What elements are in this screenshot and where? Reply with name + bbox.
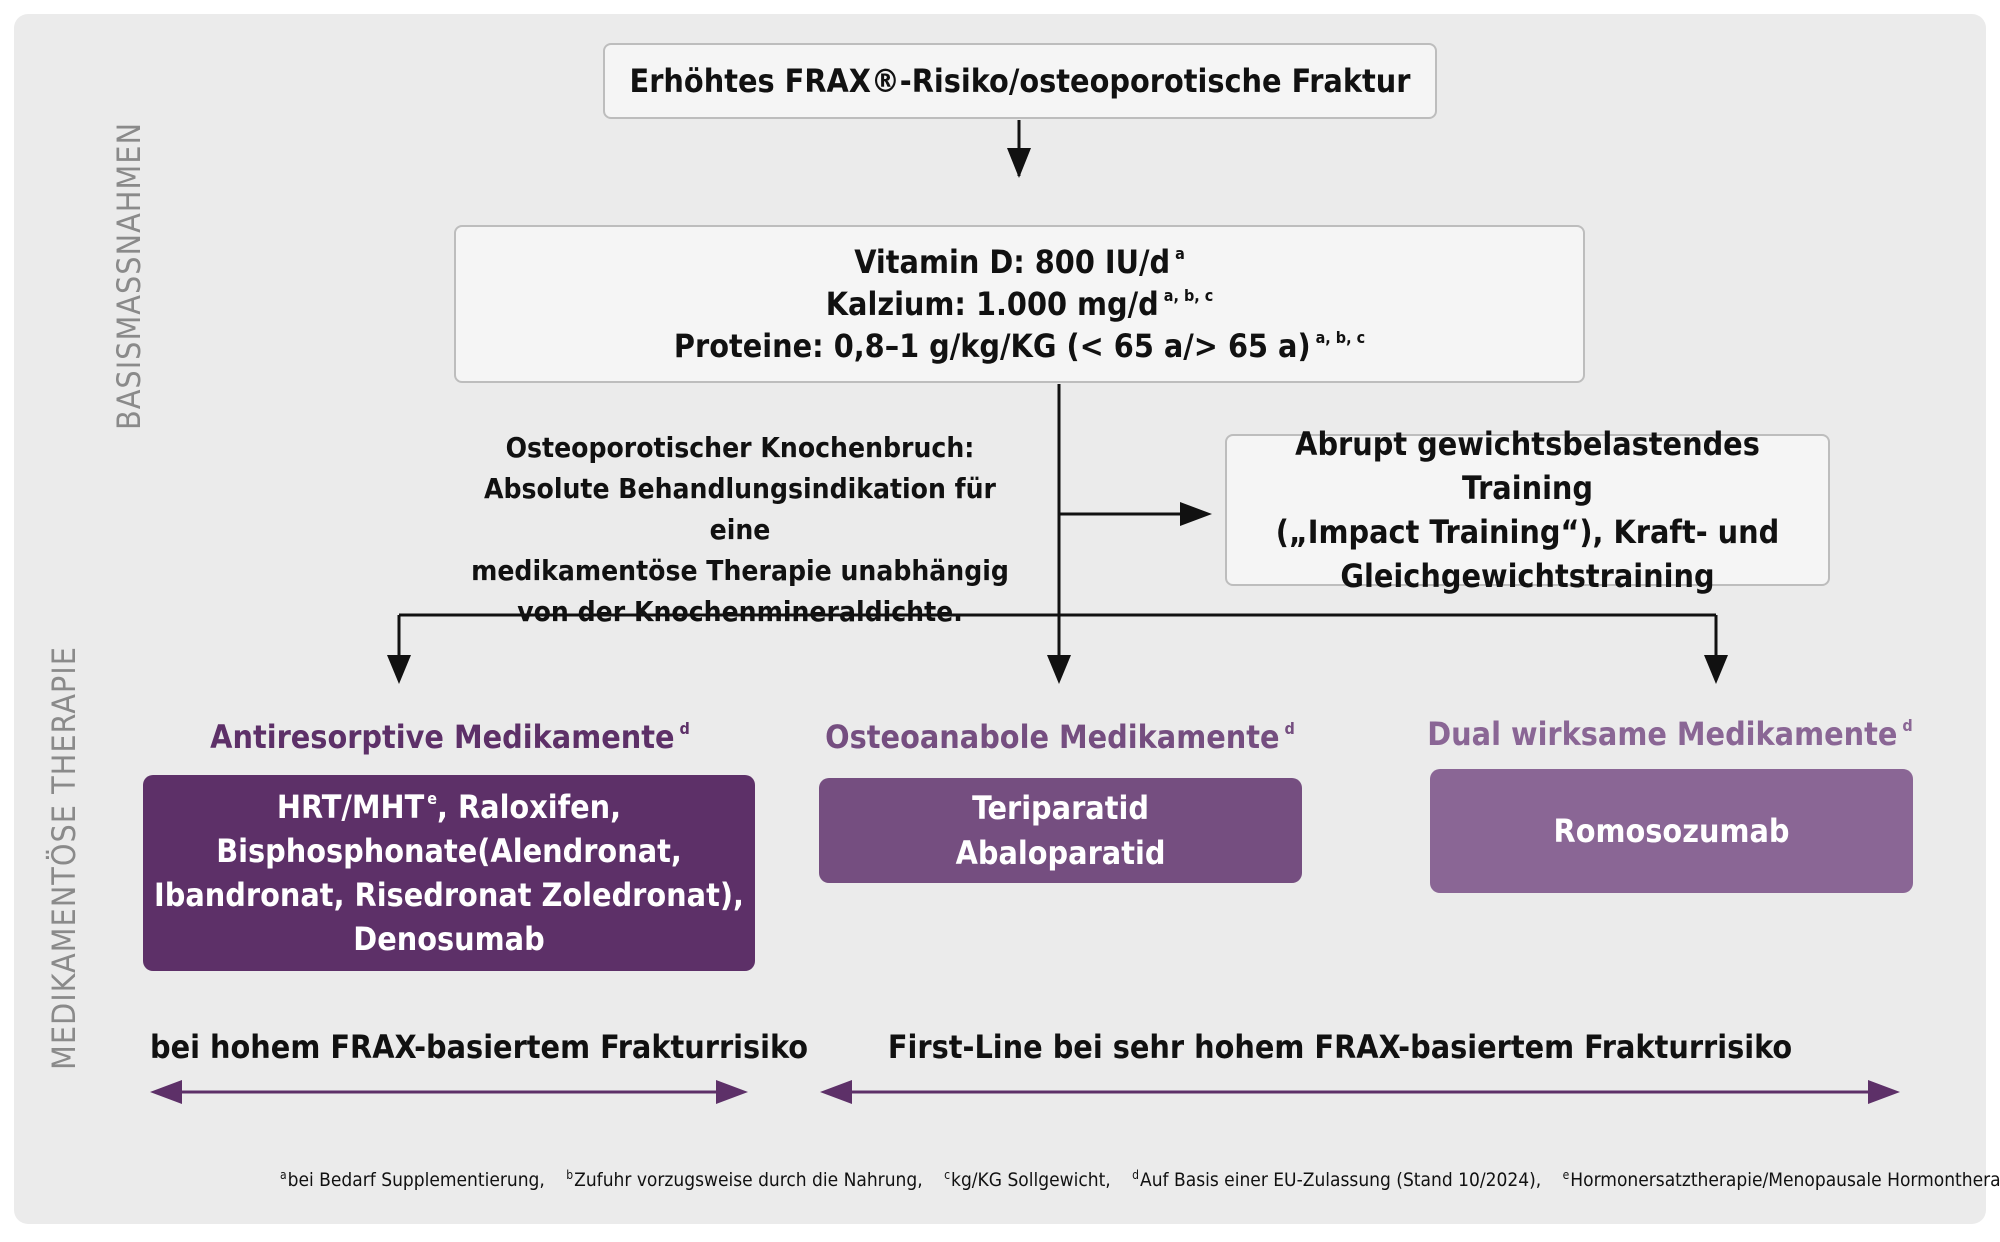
antiresorptive-hrt-mark: e xyxy=(427,788,438,808)
range-arrow-left-head-start xyxy=(150,1080,182,1104)
arrowhead-right xyxy=(1704,655,1728,684)
footnotes: abei Bedarf Supplementierung, bZufuhr vo… xyxy=(280,1168,2000,1191)
antiresorptive-line-3: Ibandronat, Risedronat Zoledronat), xyxy=(154,876,744,914)
category-title-antiresorptive-text: Antiresorptive Medikamente xyxy=(210,718,675,756)
footnote-a: abei Bedarf Supplementierung, xyxy=(280,1168,545,1191)
footnote-b-mark: b xyxy=(566,1168,574,1182)
dual-line-1: Romosozumab xyxy=(1553,811,1790,850)
footnote-c-text: kg/KG Sollgewicht, xyxy=(951,1169,1111,1191)
range-arrow-left-head-end xyxy=(716,1080,748,1104)
category-title-antiresorptive-mark: d xyxy=(679,719,690,738)
footnote-b-text: Zufuhr vorzugsweise durch die Nahrung, xyxy=(574,1169,923,1191)
protein-line: Proteine: 0,8–1 g/kg/KG (< 65 a/> 65 a)a… xyxy=(674,325,1365,367)
footnote-e: eHormonersatztherapie/Menopausale Hormon… xyxy=(1562,1168,2000,1191)
footnote-e-text: Hormonersatztherapie/Menopausale Hormont… xyxy=(1570,1169,2000,1191)
calcium-footnote-mark: a, b, c xyxy=(1163,285,1214,305)
antiresorptive-hrt-text: HRT/MHT xyxy=(276,787,425,826)
vitamin-d-footnote-mark: a xyxy=(1175,243,1185,263)
training-line-2: („Impact Training“), Kraft- und xyxy=(1275,513,1780,551)
range-arrow-right-head-end xyxy=(1868,1080,1900,1104)
calcium-text: Kalzium: 1.000 mg/d xyxy=(825,284,1159,323)
arrowhead-to-training xyxy=(1180,502,1212,526)
fracture-note-line-1: Osteoporotischer Knochenbruch: xyxy=(505,431,975,464)
category-title-osteoanabolic-text: Osteoanabole Medikamente xyxy=(825,718,1280,756)
antiresorptive-line-4: Denosumab xyxy=(353,920,545,959)
top-box-text: Erhöhtes FRAX®-Risiko/osteoporotische Fr… xyxy=(629,61,1411,100)
footnote-b: bZufuhr vorzugsweise durch die Nahrung, xyxy=(566,1168,923,1191)
osteoanabolic-line-2: Abaloparatid xyxy=(955,833,1166,872)
arrowhead-center xyxy=(1047,655,1071,684)
footnote-c-mark: c xyxy=(944,1168,951,1182)
fracture-note-line-3: medikamentöse Therapie unabhängig xyxy=(471,554,1009,587)
training-box: Abrupt gewichtsbelastendes Training („Im… xyxy=(1225,425,1830,595)
arrowhead-top-to-basics xyxy=(1007,148,1031,178)
range-label-very-high-risk: First-Line bei sehr hohem FRAX-basiertem… xyxy=(887,1028,1793,1066)
osteoanabolic-line-1: Teriparatid xyxy=(972,789,1149,828)
protein-text: Proteine: 0,8–1 g/kg/KG (< 65 a/> 65 a) xyxy=(673,327,1311,366)
protein-footnote-mark: a, b, c xyxy=(1315,328,1366,348)
footnote-d-text: Auf Basis einer EU-Zulassung (Stand 10/2… xyxy=(1140,1169,1542,1191)
footnote-e-mark: e xyxy=(1562,1168,1570,1182)
footnote-d: dAuf Basis einer EU-Zulassung (Stand 10/… xyxy=(1132,1168,1542,1191)
training-line-3: Gleichgewichtstraining xyxy=(1340,557,1715,595)
fracture-note: Osteoporotischer Knochenbruch: Absolute … xyxy=(470,427,1010,632)
footnote-a-text: bei Bedarf Supplementierung, xyxy=(287,1169,545,1191)
vitamin-d-text: Vitamin D: 800 IU/d xyxy=(854,242,1171,281)
fracture-note-line-4: von der Knochenmineraldichte. xyxy=(517,595,963,628)
drug-box-dual: Romosozumab xyxy=(1430,769,1913,893)
antiresorptive-raloxifen-text: , Raloxifen, xyxy=(437,787,622,826)
footnote-a-mark: a xyxy=(280,1168,287,1182)
category-title-osteoanabolic-mark: d xyxy=(1284,719,1295,738)
arrowhead-left xyxy=(387,655,411,684)
footnote-c: ckg/KG Sollgewicht, xyxy=(944,1168,1111,1191)
fracture-note-line-2: Absolute Behandlungsindikation für eine xyxy=(484,472,996,546)
range-label-high-risk: bei hohem FRAX-basiertem Frakturrisiko xyxy=(150,1028,809,1066)
training-line-1: Abrupt gewichtsbelastendes Training xyxy=(1295,425,1760,507)
footnote-d-mark: d xyxy=(1132,1168,1140,1182)
antiresorptive-line-2: Bisphosphonate(Alendronat, xyxy=(216,831,682,870)
drug-box-osteoanabolic: Teriparatid Abaloparatid xyxy=(819,778,1302,883)
range-arrow-right-head-start xyxy=(820,1080,852,1104)
category-title-dual-mark: d xyxy=(1902,716,1913,735)
category-title-dual-text: Dual wirksame Medikamente xyxy=(1427,715,1898,753)
top-box-frax-risk: Erhöhtes FRAX®-Risiko/osteoporotische Fr… xyxy=(603,43,1437,119)
diagram-canvas xyxy=(14,14,1986,1224)
